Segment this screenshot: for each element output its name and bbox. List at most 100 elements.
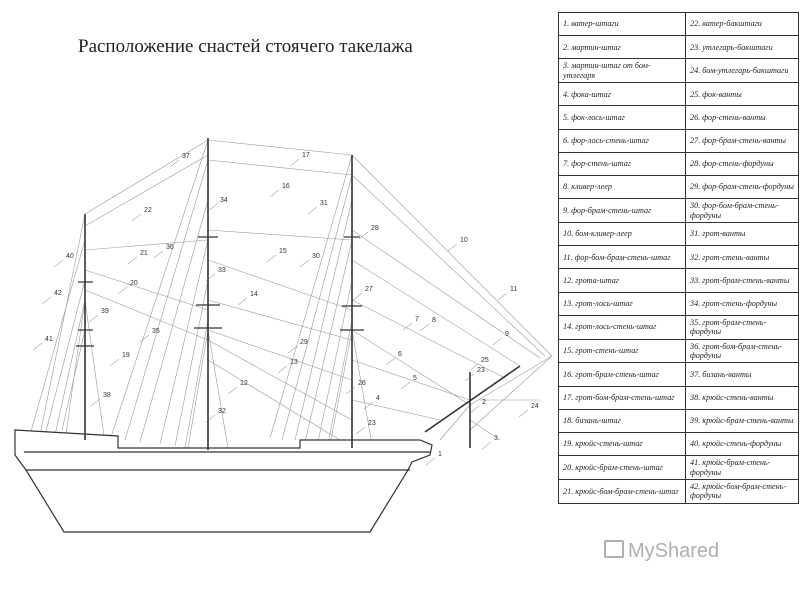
legend-item-right: 27. фор-брам-стень-ванты bbox=[685, 128, 799, 153]
callout-leader bbox=[90, 398, 101, 407]
rigging-line bbox=[84, 139, 209, 215]
rigging-line bbox=[207, 339, 353, 421]
callout-leader bbox=[205, 414, 216, 423]
callout-leader bbox=[355, 426, 366, 435]
rigging-line bbox=[351, 359, 471, 401]
watermark: MyShared bbox=[604, 540, 719, 563]
legend-item-right: 23. утлегарь-бакштаги bbox=[685, 35, 799, 60]
rigging-line bbox=[207, 259, 353, 311]
legend-item-left: 12. грота-штаг bbox=[558, 268, 686, 293]
legend-item-left: 14. грот-лось-стень-штаг bbox=[558, 314, 686, 340]
legend-item-right: 38. крюйс-стень-ванты bbox=[685, 385, 799, 410]
callout-number: 13 bbox=[290, 359, 298, 366]
callout-number: 33 bbox=[218, 267, 226, 274]
callout-number: 5 bbox=[413, 375, 417, 382]
legend-item-right: 24. бом-утлегарь-бакштаги bbox=[685, 58, 799, 84]
legend-item-left: 5. фок-лось-штаг bbox=[558, 105, 686, 130]
callout-number: 21 bbox=[140, 250, 148, 257]
legend-item-left: 4. фока-штаг bbox=[558, 82, 686, 107]
legend-item-left: 10. бом-кливер-леер bbox=[558, 221, 686, 247]
rigging-line bbox=[39, 213, 86, 436]
watermark-text: MyShared bbox=[628, 540, 720, 562]
legend-item-right: 39. крюйс-брам-стень-ванты bbox=[685, 408, 799, 434]
rigging-line bbox=[351, 174, 546, 357]
callout-number: 1 bbox=[438, 451, 442, 458]
legend-item-right: 34. грот-стень-фордуны bbox=[685, 291, 799, 316]
rigging-line bbox=[65, 299, 86, 435]
callout-number: 23 bbox=[477, 367, 485, 374]
legend-item-right: 25. фок-ванты bbox=[685, 82, 799, 107]
rigging-line bbox=[84, 289, 209, 341]
rigging-line bbox=[327, 319, 353, 445]
callout-leader bbox=[492, 337, 503, 346]
legend-item-right: 40. крюйс-стень-фордуны bbox=[685, 431, 799, 457]
legend-item-right: 41. крюйс-брам-стень-фордуны bbox=[685, 455, 799, 481]
rigging-line bbox=[84, 239, 209, 251]
masts bbox=[84, 138, 521, 450]
legend-item-right: 31. грот-ванты bbox=[685, 221, 799, 247]
legend-item-right: 22. ватер-бакштаги bbox=[685, 11, 799, 37]
rigging-line bbox=[184, 319, 209, 449]
callout-leader bbox=[307, 206, 318, 215]
callout-leader bbox=[127, 256, 138, 265]
legend-item-left: 17. грот-бом-брам-стень-штаг bbox=[558, 385, 686, 410]
rigging-line bbox=[54, 299, 86, 436]
callout-number: 40 bbox=[66, 253, 74, 260]
callout-number: 36 bbox=[166, 244, 174, 251]
legend-item-right: 42. крюйс-бом-брам-стень-фордуны bbox=[685, 479, 799, 504]
callout-number: 14 bbox=[250, 291, 258, 298]
rigging-line bbox=[174, 279, 209, 447]
callout-leader bbox=[169, 159, 180, 168]
callout-leader bbox=[277, 365, 288, 374]
callout-leader bbox=[358, 231, 369, 240]
rigging-line bbox=[304, 239, 353, 443]
rigging-line bbox=[351, 299, 506, 379]
callout-number: 22 bbox=[144, 207, 152, 214]
rigging-line bbox=[329, 329, 353, 446]
callout-leader bbox=[419, 323, 430, 332]
legend-item-right: 30. фор-бом-брам-стень-фордуны bbox=[685, 198, 799, 223]
callout-leader bbox=[469, 405, 480, 414]
rigging-line bbox=[294, 199, 353, 441]
callout-leader bbox=[41, 296, 52, 305]
callout-leader bbox=[88, 314, 99, 323]
callout-number: 16 bbox=[282, 183, 290, 190]
callout-number: 31 bbox=[320, 200, 328, 207]
callout-leader bbox=[266, 254, 277, 263]
callout-number: 30 bbox=[312, 253, 320, 260]
callout-leader bbox=[468, 363, 479, 372]
rigging-line bbox=[84, 154, 209, 227]
legend-item-left: 11. фор-бом-брам-стень-штаг bbox=[558, 245, 686, 270]
callout-number: 42 bbox=[54, 290, 62, 297]
legend-item-right: 33. грот-брам-стень-ванты bbox=[685, 268, 799, 293]
callout-number: 32 bbox=[218, 408, 226, 415]
callout-number: 29 bbox=[300, 339, 308, 346]
rigging-line bbox=[207, 299, 353, 341]
callout-leader bbox=[139, 334, 150, 343]
callout-leader bbox=[518, 409, 529, 418]
callout-leader bbox=[402, 322, 413, 331]
callout-number: 24 bbox=[531, 403, 539, 410]
rigging-lines bbox=[29, 139, 553, 449]
callout-number: 28 bbox=[371, 225, 379, 232]
rigging-line bbox=[439, 404, 471, 441]
callout-number: 11 bbox=[510, 286, 517, 293]
rigging-line bbox=[469, 419, 501, 441]
callout-leader bbox=[447, 243, 458, 252]
callout-number: 9 bbox=[505, 331, 509, 338]
legend-item-left: 6. фор-лось-стень-штаг bbox=[558, 128, 686, 153]
